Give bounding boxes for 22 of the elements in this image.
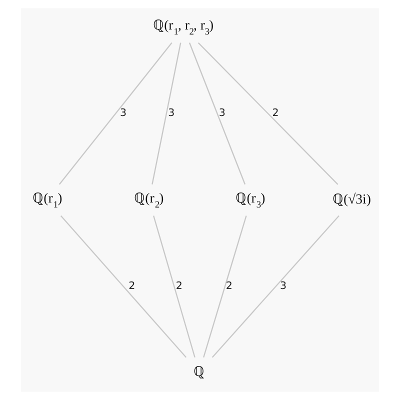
- node-text: ℚ(r$_{1}$): [32, 190, 62, 210]
- node-text: ℚ: [194, 364, 205, 380]
- edge-label: 3: [120, 107, 127, 120]
- connector: [152, 42, 182, 185]
- edge-label: 2: [226, 280, 232, 292]
- edge-label: 2: [176, 280, 182, 292]
- edge-label: 3: [168, 107, 175, 120]
- connector: [58, 42, 172, 185]
- edge-label: 3: [218, 107, 226, 120]
- connector: [60, 215, 187, 358]
- node-text: ℚ(√3i): [332, 191, 371, 206]
- connector: [188, 42, 246, 185]
- node-text: ℚ(r$_{1}$, r$_{2}$, r$_{3}$): [153, 17, 214, 38]
- edge-label: 2: [272, 107, 279, 120]
- connector: [198, 42, 338, 185]
- connector: [212, 215, 340, 358]
- node-text: ℚ(r$_{3}$): [236, 190, 266, 210]
- edge-label: 2: [128, 280, 136, 292]
- connector: [153, 216, 196, 358]
- connector: [203, 216, 247, 358]
- edge-label: 3: [280, 280, 287, 292]
- node-text: ℚ(r$_{2}$): [134, 190, 164, 210]
